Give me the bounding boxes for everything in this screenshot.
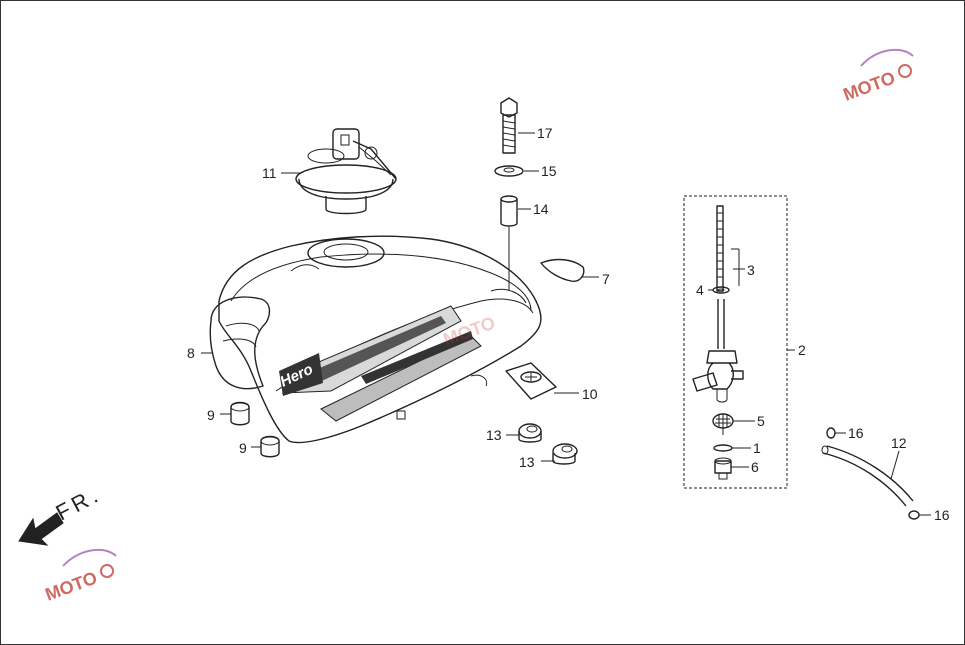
callout-5: 5 [757,413,765,429]
cushion-lower [260,435,280,458]
washer [494,165,524,177]
hose-clip-lower [908,510,920,520]
callout-12: 12 [891,435,907,451]
cushion-upper [230,401,250,426]
fuel-cock [692,205,744,403]
callout-2: 2 [798,342,806,358]
callout-15: 15 [541,163,557,179]
fuel-cap [295,128,397,215]
watermark-text: MOTO [43,568,100,605]
callout-8: 8 [187,345,195,361]
fuel-hose [821,445,914,507]
o-ring [713,444,733,452]
callout-13-upper: 13 [486,427,502,443]
tank-mount [505,362,557,400]
grommet-lower [552,443,578,465]
callout-17: 17 [537,125,553,141]
grommet-upper [518,423,542,443]
callout-16-lower: 16 [934,507,950,523]
bolt [500,97,518,154]
watermark-top-right: MOTO [841,48,914,105]
rubber-pad [540,258,585,282]
callout-9-lower: 9 [239,440,247,456]
watermark-bottom-left: MOTO [43,548,117,605]
callout-13-lower: 13 [519,454,535,470]
collar [500,195,518,227]
callout-4: 4 [696,282,704,298]
callout-10: 10 [582,386,598,402]
callout-11: 11 [262,165,277,181]
fuel-cock-assembly-box [683,195,788,489]
front-direction-arrow: FR. [18,481,106,546]
direction-label: FR. [52,481,106,525]
hose-clip-upper [826,427,836,439]
strainer [712,413,734,435]
callout-14: 14 [533,201,549,217]
leader-lines [201,132,931,516]
callout-9-upper: 9 [207,407,215,423]
callout-7: 7 [602,271,610,287]
callout-6: 6 [751,459,759,475]
callout-1: 1 [753,440,761,456]
drain-cup [714,457,732,480]
fuel-tank: Hero [209,235,542,444]
callout-16-upper: 16 [848,425,864,441]
watermark-text: MOTO [841,68,898,105]
callout-3: 3 [747,262,755,278]
